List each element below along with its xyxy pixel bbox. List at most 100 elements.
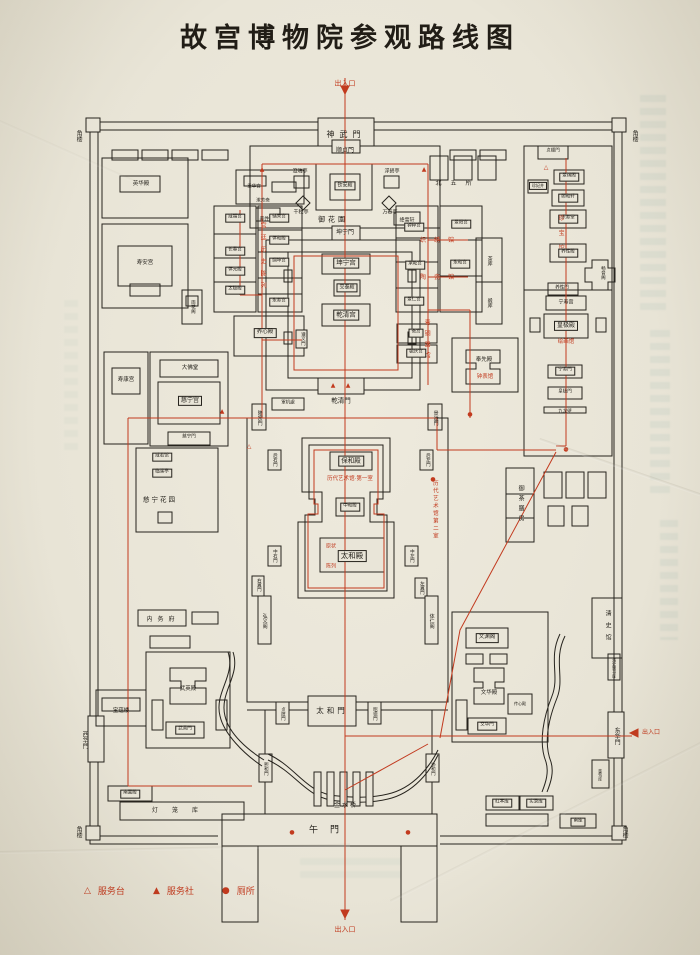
map-label: 坤宁宫 <box>333 257 359 269</box>
map-label: 昭德門 <box>372 707 378 721</box>
map-label: 钦安殿 <box>334 181 356 191</box>
bleed-through <box>650 330 670 495</box>
map-label: 内务府 <box>146 615 180 623</box>
map-label: 右翼門 <box>256 578 262 592</box>
service-symbol: ● <box>563 446 569 453</box>
map-label: 原状 <box>325 543 337 550</box>
map-label: 传心殿 <box>514 700 526 706</box>
map-label: 东华門 <box>613 727 621 745</box>
map-label: 軍机處 <box>281 400 295 406</box>
map-label: 武英殿 <box>179 686 197 693</box>
legend-item: ▲ 服务社 <box>152 884 194 898</box>
map-label: 北五所 <box>435 179 481 187</box>
service-symbol: ● <box>430 476 436 483</box>
bleed-through <box>64 300 78 450</box>
map-label: 乐寿堂 <box>558 214 578 224</box>
toilet-icon: ● <box>221 885 230 896</box>
map-label: 中右門 <box>272 549 278 563</box>
map-label: 体仁阁 <box>428 613 435 629</box>
map-label: 颐和轩 <box>558 193 578 203</box>
service-shop-icon: ▲ <box>152 885 160 896</box>
map-label: 角楼 <box>621 826 629 838</box>
map-label: 皇极殿 <box>553 320 579 332</box>
map-label: 养性殿 <box>558 248 578 258</box>
map-label: 万春亭 <box>382 209 398 216</box>
map-label: 神武門 <box>326 129 366 139</box>
legend-item: ● 厕所 <box>221 884 255 898</box>
map-label: 漱芳斋 <box>256 198 270 204</box>
map-label: 英华殿 <box>132 181 150 188</box>
map-label: 中和殿 <box>340 502 360 512</box>
map-label: 太和殿 <box>337 550 367 562</box>
map-label: 坤宁門 <box>335 228 355 236</box>
map-label: 南薰殿 <box>120 789 140 799</box>
map-label: 毓庆宫 <box>406 348 426 358</box>
map-label: 历代艺术馆第二室 <box>431 480 438 540</box>
map-label: 角楼 <box>75 826 83 838</box>
service-symbol: ● <box>467 411 473 418</box>
service-symbol: ● <box>405 829 411 836</box>
map-label: 宝蕴楼 <box>112 708 130 715</box>
map-label: 咸福宫 <box>225 213 245 223</box>
service-symbol: △ <box>246 443 252 450</box>
map-label: 清史馆书库 <box>612 658 618 678</box>
map-label: 茶库 <box>486 256 493 266</box>
map-label: 慈宁宫 <box>177 395 203 407</box>
map-label: 陈列 <box>325 563 337 570</box>
map-label: 奉先殿 <box>475 357 493 364</box>
map-label: 永和宫 <box>450 259 470 269</box>
map-label: 文华門 <box>477 721 497 731</box>
bleed-through <box>640 95 666 310</box>
service-symbol: △ <box>543 164 549 171</box>
map-label: 贞度門 <box>280 707 286 721</box>
map-label: 隆宗門 <box>256 410 263 426</box>
map-label: 织绣馆 <box>419 236 463 244</box>
map-label: 宫廷历史陈列 <box>259 222 267 294</box>
map-label: 澄瑞亭 <box>292 168 308 175</box>
legend-item: △ 服务台 <box>84 884 125 898</box>
map-label: 文华殿 <box>480 690 498 697</box>
map-label: 角楼 <box>631 130 639 142</box>
map-label: 珍宝馆 <box>557 214 565 260</box>
map-label: 历代艺术馆·第一室 <box>327 476 373 483</box>
map-label: 青铜器馆 <box>423 319 431 363</box>
map-label: 清史馆 <box>604 610 612 646</box>
map-label: 西华門 <box>81 731 89 749</box>
legend-label: 服务台 <box>97 887 125 897</box>
map-label: 景仁宫 <box>404 296 424 306</box>
map-label: 交泰殿 <box>336 283 358 293</box>
map-label: 御茶膳房 <box>517 485 525 525</box>
map-label: 协和門 <box>430 762 436 776</box>
map-label: 熙和門 <box>263 762 269 776</box>
map-label: 御花園 <box>318 215 348 224</box>
map-label: 红本库 <box>492 798 512 808</box>
service-desk-icon: △ <box>84 885 91 896</box>
map-label: 养性門 <box>555 285 569 291</box>
map-label: 景阳宫 <box>451 219 471 229</box>
map-label: 后左門 <box>425 453 431 467</box>
legend-label: 厕所 <box>236 887 255 897</box>
map-label: 体和殿 <box>269 235 289 245</box>
map-label: 绘画馆 <box>557 339 575 346</box>
map-label: 浮碧亭 <box>384 168 400 175</box>
service-symbol: ▲ <box>330 382 336 389</box>
map-label: 左翼門 <box>419 581 425 595</box>
map-label: 缎库 <box>486 298 493 308</box>
map-label: 寿安宫 <box>136 260 154 267</box>
map-label: 千秋亭 <box>293 209 309 216</box>
map-label: 景祺阁 <box>559 172 579 182</box>
map-label: 景运門 <box>432 410 439 426</box>
map-label: 灯笼库 <box>151 806 213 814</box>
map-label: 角楼 <box>75 130 83 142</box>
map-label: 重华宫 <box>247 184 261 190</box>
map-label: 绛雪轩 <box>399 217 415 224</box>
map-label: 保和殿 <box>338 455 364 467</box>
map-label: 乾清門 <box>331 396 351 405</box>
map-label: 后右門 <box>272 453 278 467</box>
map-label: 出入口 <box>334 925 356 934</box>
map-label: 畅音阁 <box>600 266 606 280</box>
map-label: 乾清宫 <box>333 309 359 321</box>
